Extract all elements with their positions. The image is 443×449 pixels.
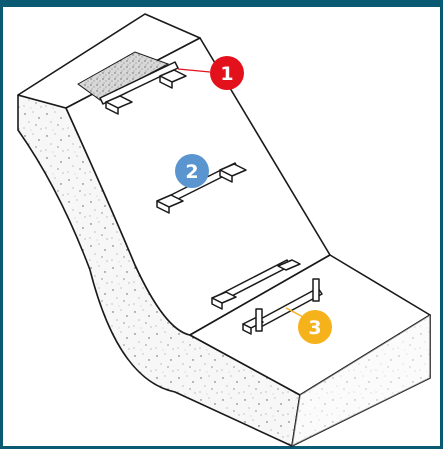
marker-1: 1 xyxy=(210,56,244,90)
marker-3-label: 3 xyxy=(308,317,321,339)
bench-bottom-landing xyxy=(242,278,323,335)
marker-3: 3 xyxy=(298,310,332,344)
marker-2-label: 2 xyxy=(185,161,198,183)
marker-2: 2 xyxy=(175,154,209,188)
front-face-texture xyxy=(292,315,430,446)
leader-line-1 xyxy=(177,68,211,73)
bench-top xyxy=(99,61,187,115)
gravel-patch xyxy=(77,51,170,101)
bench-lower-slope xyxy=(211,259,301,310)
marker-1-label: 1 xyxy=(220,63,233,85)
